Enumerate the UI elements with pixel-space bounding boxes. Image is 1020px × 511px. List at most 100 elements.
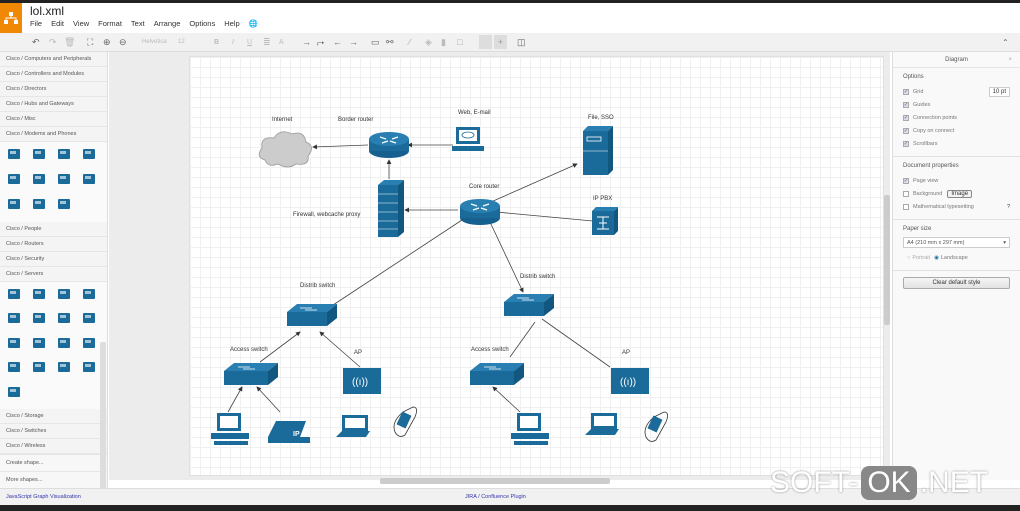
workstation-right-icon[interactable]	[511, 413, 549, 445]
ip-pbx-icon[interactable]	[592, 207, 618, 235]
option-page-view[interactable]: ✓Page view	[903, 174, 1010, 187]
menu-help[interactable]: Help	[224, 19, 240, 28]
palette-shape-icon[interactable]	[56, 359, 72, 375]
palette-shape-icon[interactable]	[6, 286, 22, 302]
palette-shape-icon[interactable]	[81, 286, 97, 302]
sidebar-scrollbar[interactable]	[100, 342, 106, 488]
checkbox-math[interactable]	[903, 203, 909, 210]
label-firewall[interactable]: Firewall, webcache proxy	[293, 212, 360, 218]
redo-icon[interactable]: ↷	[49, 36, 57, 47]
palette-shape-icon[interactable]	[81, 310, 97, 326]
border-router-icon[interactable]	[369, 132, 409, 158]
palette-shape-icon[interactable]	[56, 146, 72, 162]
workstation-left-icon[interactable]	[211, 413, 249, 445]
label-internet[interactable]: Internet	[272, 117, 293, 123]
edge-access-to-distrib-left[interactable]	[259, 331, 301, 363]
arrow-left-icon[interactable]: ←	[333, 37, 342, 47]
elbow-connector-icon[interactable]: ⮣	[317, 36, 325, 47]
core-router-icon[interactable]	[460, 199, 500, 225]
checkbox-connection-points[interactable]: ✓	[903, 114, 909, 121]
palette-shape-icon[interactable]	[31, 171, 47, 187]
ip-phone-icon[interactable]: IP	[268, 421, 310, 443]
radio-portrait[interactable]: ○	[907, 254, 911, 261]
file-server-icon[interactable]	[583, 126, 613, 175]
handheld-left-icon[interactable]	[393, 406, 417, 437]
label-access-switch-left[interactable]: Access switch	[230, 347, 268, 353]
paper-size-select[interactable]: A4 (210 mm x 297 mm)▾	[903, 237, 1010, 248]
label-file-sso[interactable]: File, SSO	[588, 115, 614, 121]
underline-icon[interactable]: U	[247, 38, 253, 46]
italic-icon[interactable]: I	[232, 38, 234, 46]
label-core-router[interactable]: Core router	[469, 184, 499, 190]
menu-view[interactable]: View	[73, 19, 90, 28]
arrow-right-icon[interactable]: →	[349, 37, 358, 47]
laptop-right-icon[interactable]	[585, 413, 619, 435]
category-people[interactable]: Cisco / People	[0, 222, 107, 237]
category-wireless[interactable]: Cisco / Wireless	[0, 439, 107, 454]
firewall-icon[interactable]	[378, 180, 404, 237]
horizontal-scrollbar[interactable]	[380, 478, 610, 484]
close-icon[interactable]: ×	[1008, 56, 1012, 63]
palette-shape-icon[interactable]	[56, 171, 72, 187]
category-storage[interactable]: Cisco / Storage	[0, 409, 107, 424]
font-color-icon[interactable]: A	[279, 38, 284, 46]
undo-icon[interactable]: ↶	[32, 36, 40, 47]
access-switch-left-icon[interactable]	[224, 363, 278, 385]
edge-phone-to-access-left[interactable]	[256, 386, 281, 413]
palette-shape-icon[interactable]	[6, 335, 22, 351]
zoom-in-icon[interactable]: ⊕	[103, 36, 111, 47]
palette-shape-icon[interactable]	[56, 310, 72, 326]
image-button[interactable]: Image	[947, 189, 973, 198]
distrib-switch-left-icon[interactable]	[287, 304, 337, 326]
web-email-workstation-icon[interactable]	[452, 127, 484, 151]
option-connection-points[interactable]: ✓Connection points	[903, 111, 1010, 124]
access-point-left-icon[interactable]: ((ı))	[343, 368, 381, 394]
edge-core-to-distrib-left[interactable]	[329, 219, 463, 308]
label-distrib-switch-right[interactable]: Distrib switch	[520, 274, 555, 280]
category-routers[interactable]: Cisco / Routers	[0, 237, 107, 252]
edge-ap-to-distrib-left[interactable]	[319, 331, 361, 368]
menu-options[interactable]: Options	[189, 19, 216, 28]
palette-shape-icon[interactable]	[81, 171, 97, 187]
internet-cloud[interactable]	[258, 131, 312, 168]
gradient-icon[interactable]: ▮	[441, 36, 446, 47]
label-access-switch-right[interactable]: Access switch	[471, 347, 509, 353]
globe-icon[interactable]: 🌐	[248, 19, 259, 28]
diagram-page[interactable]: ((ı)) ((ı)) IP	[189, 56, 884, 476]
palette-shape-icon[interactable]	[6, 146, 22, 162]
checkbox-grid[interactable]: ✓	[903, 88, 909, 95]
distrib-switch-right-icon[interactable]	[504, 294, 554, 316]
line-color-icon[interactable]: ∕	[409, 37, 411, 47]
edge-ap-to-distrib-right[interactable]	[541, 318, 611, 368]
palette-shape-icon[interactable]	[31, 196, 47, 212]
fit-icon[interactable]: ⛶	[87, 36, 94, 47]
palette-shape-icon[interactable]	[31, 146, 47, 162]
straight-connector-icon[interactable]: →	[302, 37, 311, 47]
delete-icon[interactable]: 🗑	[64, 36, 76, 47]
option-guides[interactable]: ✓Guides	[903, 98, 1010, 111]
palette-shape-icon[interactable]	[6, 359, 22, 375]
collapse-icon[interactable]: ⌃	[1002, 37, 1009, 47]
palette-shape-icon[interactable]	[31, 359, 47, 375]
create-shape-link[interactable]: Create shape...	[0, 454, 107, 471]
checkbox-scrollbars[interactable]: ✓	[903, 140, 909, 147]
category-servers[interactable]: Cisco / Servers	[0, 267, 107, 282]
file-title[interactable]: lol.xml	[30, 4, 65, 18]
option-scrollbars[interactable]: ✓Scrollbars	[903, 137, 1010, 150]
shadow-icon[interactable]: □	[457, 37, 463, 47]
palette-shape-icon[interactable]	[56, 335, 72, 351]
label-ip-pbx[interactable]: IP PBX	[593, 196, 612, 202]
category-controllers[interactable]: Cisco / Controllers and Modules	[0, 67, 107, 82]
font-select[interactable]: Helvetica	[142, 39, 167, 45]
image-icon[interactable]: ▭	[371, 36, 380, 47]
palette-shape-icon[interactable]	[81, 146, 97, 162]
clear-default-style-button[interactable]: Clear default style	[903, 277, 1010, 289]
palette-shape-icon[interactable]	[6, 310, 22, 326]
edge-access-to-distrib-right[interactable]	[509, 321, 536, 358]
palette-shape-icon[interactable]	[6, 196, 22, 212]
palette-shape-icon[interactable]	[81, 359, 97, 375]
label-border-router[interactable]: Border router	[338, 117, 373, 123]
palette-shape-icon[interactable]	[31, 286, 47, 302]
